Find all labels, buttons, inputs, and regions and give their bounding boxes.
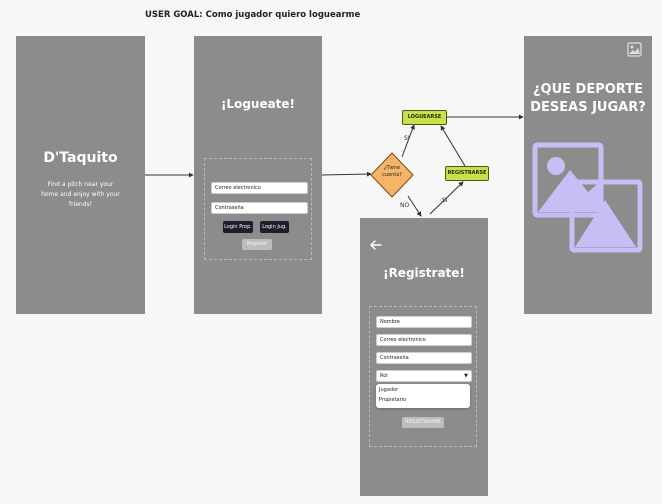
- name-field[interactable]: Nombre: [376, 316, 472, 328]
- tagline-line-1: Find a pitch near your: [47, 181, 114, 188]
- role-options: Jugador Propietario: [376, 384, 470, 408]
- arrow-login-decision: [321, 171, 372, 177]
- splash-screen: D'Taquito Find a pitch near your home an…: [16, 36, 145, 314]
- role-select[interactable]: Rol ▼: [376, 370, 472, 382]
- tagline-line-2: home and enjoy with your: [41, 191, 120, 198]
- sport-image-placeholder: [532, 142, 643, 253]
- login-jug-button[interactable]: Login Jug.: [260, 221, 289, 233]
- register-title: ¡Registrate!: [383, 266, 465, 280]
- register-screen: ¡Registrate! Nombre Correo electronico C…: [360, 218, 488, 496]
- edge-label-si-bottom: SI: [442, 197, 448, 204]
- dropdown-caret-icon: ▼: [464, 373, 468, 379]
- role-option-jugador[interactable]: Jugador: [379, 387, 399, 393]
- image-icon: [627, 42, 642, 57]
- email-field[interactable]: Correo electronico: [376, 334, 472, 346]
- sport-title: ¿QUE DEPORTE DESEAS JUGAR?: [524, 81, 652, 117]
- sport-title-line-1: ¿QUE DEPORTE: [533, 82, 643, 97]
- password-field[interactable]: Contraseña: [211, 202, 308, 214]
- registrarse-node: REGISTRARSE: [445, 166, 489, 181]
- arrow-registrarse-loguearse: [440, 125, 466, 167]
- edge-label-no: NO: [400, 202, 410, 209]
- login-prop-button[interactable]: Login Prop.: [223, 221, 253, 233]
- password-field[interactable]: Contraseña: [376, 352, 472, 364]
- sport-screen: ¿QUE DEPORTE DESEAS JUGAR?: [524, 36, 652, 314]
- tagline-line-3: friends!: [68, 201, 93, 208]
- decision-diamond: [370, 152, 414, 198]
- email-field[interactable]: Correo electronico: [211, 182, 308, 194]
- decision-line-1: ¿Tiene: [383, 165, 401, 171]
- login-title: ¡Logueate!: [220, 97, 296, 111]
- register-form-area: [369, 306, 477, 447]
- register-button[interactable]: Register: [242, 239, 272, 250]
- sport-title-line-2: DESEAS JUGAR?: [530, 100, 646, 115]
- arrow-decision-register: [407, 195, 422, 217]
- login-form-area: [204, 158, 312, 260]
- app-title: D'Taquito: [43, 150, 118, 166]
- decision-label: ¿Tiene cuenta?: [370, 165, 414, 179]
- role-select-value: Rol: [380, 373, 388, 379]
- back-arrow-icon[interactable]: [370, 240, 382, 250]
- loguearse-node: LOGUEARSE: [402, 110, 447, 125]
- registrarme-button[interactable]: REGISTRARME: [402, 417, 444, 428]
- decision-line-2: cuenta?: [382, 172, 402, 178]
- login-screen: ¡Logueate! Correo electronico Contraseña…: [194, 36, 322, 314]
- arrow-decision-loguearse: [401, 124, 415, 158]
- user-goal: USER GOAL: Como jugador quiero loguearme: [145, 10, 361, 20]
- edge-label-si-top: SI: [404, 135, 410, 142]
- arrow-register-registrarse: [429, 181, 464, 215]
- role-option-propietario[interactable]: Propietario: [379, 397, 407, 403]
